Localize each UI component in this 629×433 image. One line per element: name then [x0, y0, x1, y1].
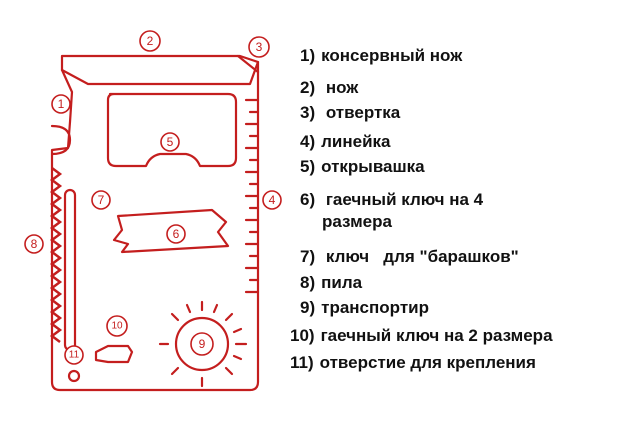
- callout-4-label: 4: [269, 193, 276, 207]
- callout-3-label: 3: [256, 40, 263, 54]
- card-outline: [50, 54, 260, 392]
- callout-5-circle: [160, 132, 180, 152]
- callout-10-circle: [106, 315, 128, 337]
- wing-nut-key-slot: [63, 188, 77, 352]
- callout-3-circle: [248, 36, 270, 58]
- bottle-opener-hook: [50, 124, 72, 156]
- ruler-ticks: [244, 98, 260, 294]
- callout-9-label: 9: [199, 337, 206, 351]
- callout-6-label: 6: [173, 227, 180, 241]
- mounting-hole: [67, 369, 81, 383]
- callout-1-label: 1: [58, 97, 65, 111]
- callout-9-circle: [190, 332, 214, 356]
- can-opener-blade: [60, 60, 260, 86]
- opener-window: [106, 92, 238, 168]
- callout-8-label: 8: [31, 237, 38, 251]
- callout-2-label: 2: [147, 34, 154, 48]
- screwdriver-tip: [236, 54, 260, 74]
- callout-1-circle: [51, 94, 71, 114]
- callout-2-circle: [139, 30, 161, 52]
- callout-8-circle: [24, 234, 44, 254]
- saw-teeth: [49, 167, 63, 343]
- callout-11-circle: [64, 345, 84, 365]
- protractor-ticks: [158, 300, 248, 388]
- callout-7-label: 7: [98, 193, 105, 207]
- callout-7-circle: [91, 190, 111, 210]
- callout-6-circle: [166, 224, 186, 244]
- wrench-4-sizes: [112, 208, 230, 254]
- protractor-wheel: [174, 316, 230, 372]
- wrench-2-sizes: [94, 344, 134, 364]
- callout-4-circle: [262, 190, 282, 210]
- callout-11-label: 11: [69, 350, 80, 361]
- callout-5-label: 5: [167, 135, 174, 149]
- callout-10-label: 10: [111, 321, 123, 332]
